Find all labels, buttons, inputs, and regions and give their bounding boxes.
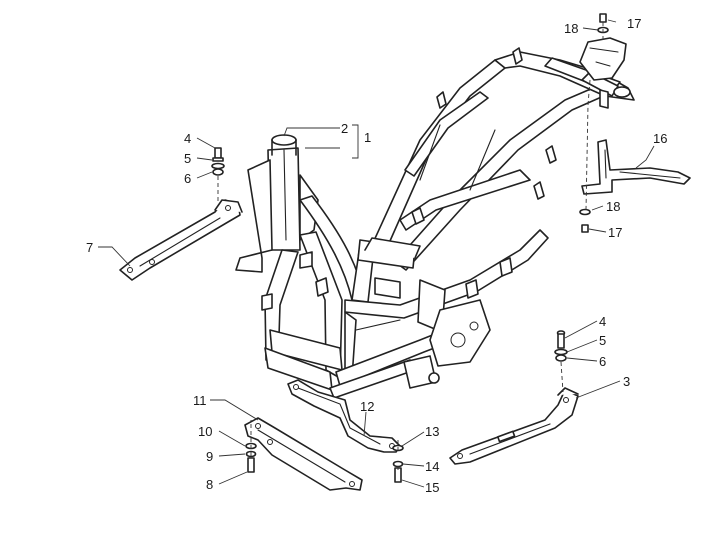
callout-9: 9: [206, 449, 213, 464]
callout-13: 13: [425, 424, 439, 439]
callout-17-mid: 17: [608, 225, 622, 240]
callout-labels: 1 2 3 4 5 6 4 5 6 7 8 9 10 11 12 13 14 1…: [86, 16, 667, 495]
callout-6-left: 6: [184, 171, 191, 186]
part-11-lower-bracket: [244, 417, 363, 491]
alignment-lines: [217, 22, 604, 470]
callout-17-top: 17: [627, 16, 641, 31]
callout-4-right: 4: [599, 314, 606, 329]
leader-lines: [98, 19, 655, 488]
callout-2: 2: [341, 121, 348, 136]
callout-14: 14: [425, 459, 439, 474]
callout-11: 11: [193, 393, 207, 408]
callout-6-right: 6: [599, 354, 606, 369]
callout-4-left: 4: [184, 131, 191, 146]
callout-10: 10: [198, 424, 212, 439]
callout-8: 8: [206, 477, 213, 492]
bolt-stack-right: [554, 330, 568, 362]
callout-12: 12: [360, 399, 374, 414]
callout-7: 7: [86, 240, 93, 255]
callout-5-left: 5: [184, 151, 191, 166]
callout-15: 15: [425, 480, 439, 495]
callout-1: 1: [364, 130, 371, 145]
callout-3: 3: [623, 374, 630, 389]
callout-16: 16: [653, 131, 667, 146]
part-3-right-footrest-bracket: [449, 387, 579, 465]
callout-5-right: 5: [599, 333, 606, 348]
part-7-left-footrest-bracket: [119, 199, 243, 281]
callout-18-top: 18: [564, 21, 578, 36]
callout-18-mid: 18: [606, 199, 620, 214]
main-frame: [235, 47, 635, 399]
part-16-rear-bracket: [581, 139, 691, 195]
bolt-stack-left: [211, 147, 225, 176]
